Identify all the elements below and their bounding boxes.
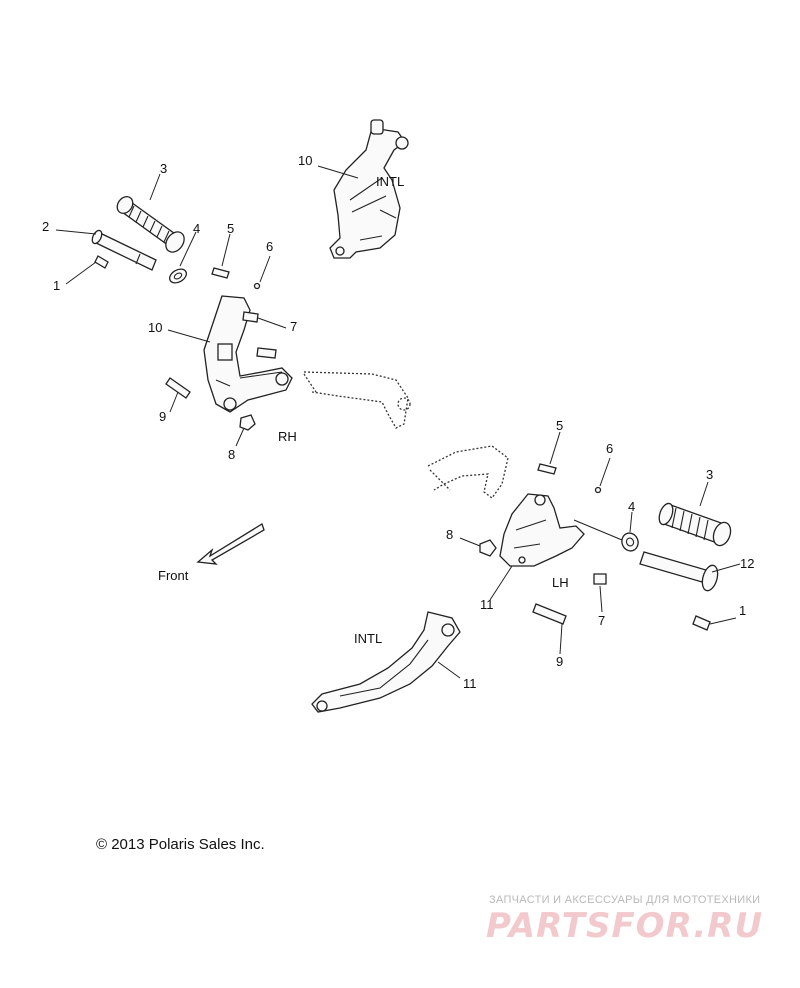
label-rh: RH	[278, 429, 297, 444]
bolt-right-7	[593, 573, 607, 585]
bolt-left-9	[165, 377, 191, 399]
clip-right	[594, 486, 602, 494]
callout-4-right: 4	[628, 499, 636, 514]
bracket-intl-top	[329, 119, 409, 259]
label-front: Front	[158, 568, 189, 583]
callout-8-right: 8	[446, 527, 454, 542]
callout-12: 12	[740, 556, 755, 571]
callout-11-mid: 11	[480, 597, 494, 612]
bracket-intl-bottom	[311, 611, 461, 713]
pin-left	[211, 267, 230, 279]
callout-6-left: 6	[266, 239, 274, 254]
label-intl-bottom: INTL	[354, 631, 383, 646]
watermark-caption: ЗАПЧАСТИ И АКСЕССУАРЫ ДЛЯ МОТОТЕХНИКИ	[489, 894, 761, 906]
nut-right	[479, 539, 497, 557]
callout-10-mid: 10	[148, 320, 163, 335]
callout-11-bottom: 11	[463, 676, 477, 691]
label-lh: LH	[552, 575, 569, 590]
bolt-left-b	[256, 347, 277, 359]
callout-1-right: 1	[739, 603, 747, 618]
label-intl-top: INTL	[376, 174, 405, 189]
callout-5-left: 5	[227, 221, 235, 236]
callout-7-left: 7	[290, 319, 298, 334]
callout-5-right: 5	[556, 418, 564, 433]
callout-6-right: 6	[606, 441, 614, 456]
bracket-rh	[203, 295, 293, 413]
front-arrow	[196, 523, 265, 565]
callout-2: 2	[42, 219, 50, 234]
copyright-text: © 2013 Polaris Sales Inc.	[96, 836, 265, 853]
callout-9-left: 9	[159, 409, 167, 424]
callout-3-right: 3	[706, 467, 714, 482]
callout-7-right: 7	[598, 613, 606, 628]
washer-left	[168, 268, 188, 284]
footpeg-right	[639, 551, 719, 592]
callout-1-left: 1	[53, 278, 61, 293]
pin-right	[537, 463, 557, 475]
lever-rh-dotted	[303, 371, 411, 429]
callout-10-top: 10	[298, 153, 313, 168]
callout-4-left: 4	[193, 221, 201, 236]
footpeg-rubber-left	[116, 195, 185, 253]
clip-left	[253, 282, 261, 290]
watermark-logo: PARTSFOR.RU	[486, 906, 764, 946]
nut-left	[239, 414, 256, 431]
bolt-left-a	[242, 311, 259, 323]
callout-3-left: 3	[160, 161, 168, 176]
lever-lh-dotted	[427, 445, 509, 499]
cotter-pin-right	[692, 615, 711, 631]
callout-8-left: 8	[228, 447, 236, 462]
footpeg-rubber-right	[658, 502, 732, 547]
cotter-pin-left	[94, 255, 109, 269]
washer-right	[621, 532, 639, 552]
callout-9-right: 9	[556, 654, 564, 669]
leader-lines	[55, 165, 741, 679]
bracket-lh	[499, 493, 585, 567]
bolt-right-9	[532, 603, 567, 625]
